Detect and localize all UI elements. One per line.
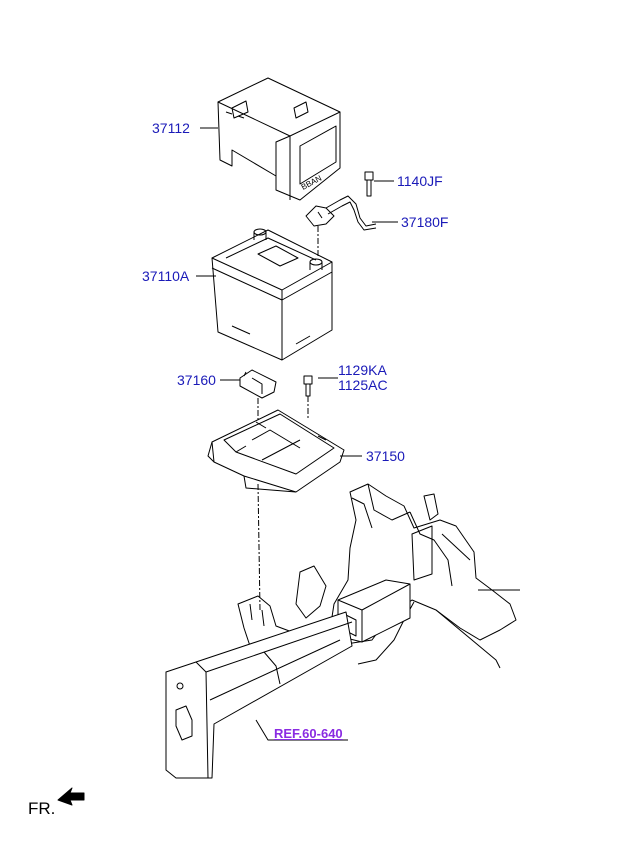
battery-clamp bbox=[239, 369, 277, 399]
part-number-clamp[interactable]: 37160 bbox=[177, 372, 216, 388]
part-number-cable[interactable]: 37180F bbox=[401, 214, 449, 230]
front-marker: FR. bbox=[28, 799, 56, 818]
front-arrow-icon bbox=[57, 787, 85, 806]
part-number-bolt-top[interactable]: 1140JF bbox=[397, 173, 443, 189]
battery-tray bbox=[207, 409, 345, 493]
battery bbox=[211, 228, 333, 361]
leader-lines bbox=[196, 127, 398, 741]
bolt-1129ka bbox=[303, 375, 313, 397]
battery-cable bbox=[305, 195, 377, 231]
vehicle-body-frame bbox=[165, 483, 520, 779]
battery-cover: BBAN bbox=[217, 77, 341, 201]
part-number-cover[interactable]: 37112 bbox=[152, 120, 190, 136]
part-number-bolt-b[interactable]: 1125AC bbox=[338, 377, 388, 393]
part-number-battery[interactable]: 37110A bbox=[142, 268, 190, 284]
part-number-tray[interactable]: 37150 bbox=[366, 448, 405, 464]
part-number-bolt-a[interactable]: 1129KA bbox=[338, 362, 387, 378]
alignment-lines bbox=[257, 226, 319, 611]
bolt-1140jf bbox=[364, 171, 374, 197]
reference-link[interactable]: REF.60-640 bbox=[274, 726, 343, 741]
